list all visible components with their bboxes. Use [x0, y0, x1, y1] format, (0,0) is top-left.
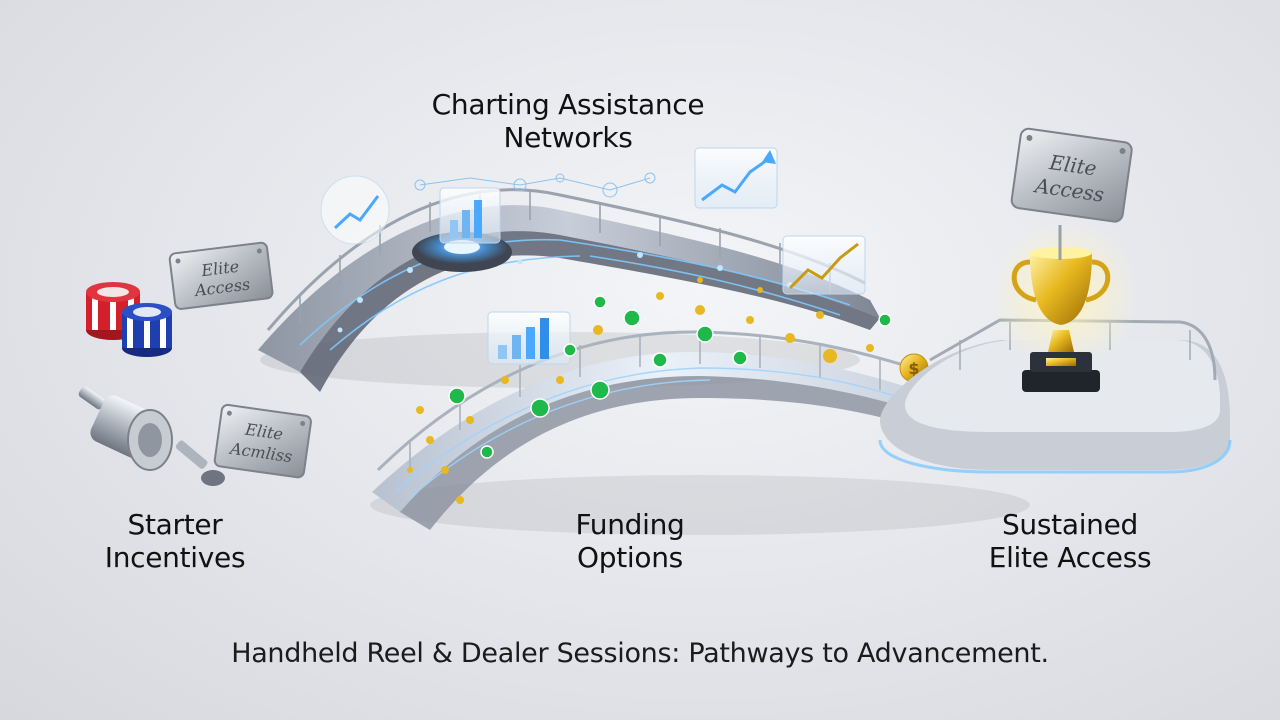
elite-access-badge-reel: Elite Acmliss [213, 403, 312, 479]
charting-line1: Charting Assistance [431, 88, 705, 121]
sustained-elite-access-label: Sustained Elite Access [960, 508, 1180, 574]
funding-line1: Funding [575, 508, 685, 541]
sustained-line2: Elite Access [988, 541, 1152, 574]
casino-chip-icon [86, 282, 172, 357]
caption: Handheld Reel & Dealer Sessions: Pathway… [231, 638, 1049, 669]
starter-incentives-label: Starter Incentives [70, 508, 280, 574]
svg-text:$: $ [908, 359, 919, 378]
bar-chart-panel [439, 187, 501, 244]
network-nodes [414, 172, 656, 198]
coin-stream: $ [407, 277, 929, 504]
charting-line2: Networks [503, 121, 633, 154]
bar-chart-panel [487, 311, 571, 365]
trophy-icon [990, 220, 1140, 392]
funding-line2: Options [577, 541, 683, 574]
rising-chart-icon [782, 235, 866, 295]
rising-chart-icon [694, 147, 778, 209]
elite-access-badge-left: Elite Access [168, 241, 274, 310]
elite-access-badge-trophy: Elite Access [1010, 127, 1133, 260]
badge-left-line1: Elite [199, 257, 240, 281]
fishing-reel-icon [78, 386, 225, 486]
rising-chart-icon [320, 175, 390, 245]
starter-line2: Incentives [104, 541, 246, 574]
funding-options-label: Funding Options [520, 508, 740, 574]
charting-assistance-label: Charting Assistance Networks [378, 88, 758, 154]
sustained-line1: Sustained [1001, 508, 1139, 541]
starter-line1: Starter [127, 508, 223, 541]
